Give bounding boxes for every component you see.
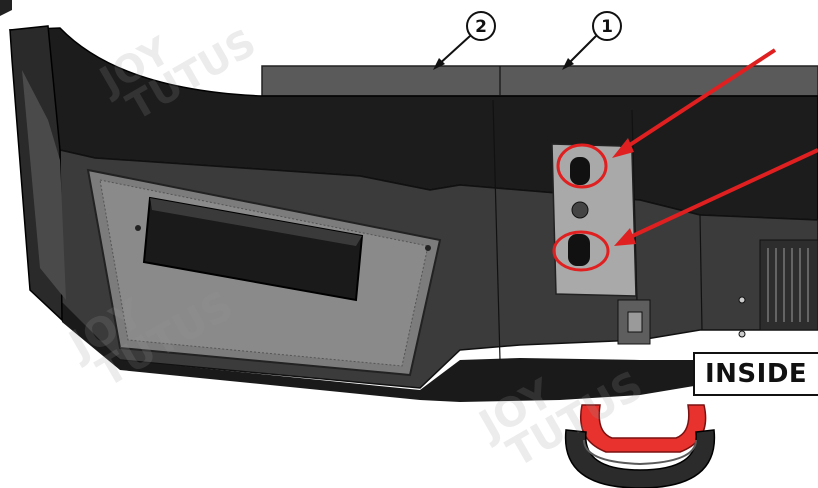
callout-2-circle bbox=[466, 11, 496, 41]
callout-2: 2 bbox=[433, 11, 496, 70]
recovery-shackle bbox=[564, 404, 716, 488]
bracket-hole-middle bbox=[571, 201, 589, 219]
callout-2-leader bbox=[436, 35, 471, 67]
shackle-band-highlight bbox=[583, 439, 697, 466]
winch-opening-top bbox=[150, 198, 362, 246]
watermark-bottom-right: JOY TUTUS bbox=[469, 363, 651, 477]
inside-label: INSIDE bbox=[693, 352, 818, 396]
bracket-slot-upper bbox=[570, 157, 590, 185]
shackle-band bbox=[564, 429, 716, 488]
highlight-arrowhead-upper bbox=[612, 138, 634, 158]
winch-opening bbox=[142, 196, 364, 302]
callout-2-arrowhead bbox=[433, 58, 445, 70]
plate-bolt-right bbox=[425, 245, 431, 251]
callout-1-arrowhead bbox=[562, 58, 574, 70]
mounting-bracket bbox=[551, 48, 818, 297]
bumper-left-wing-face bbox=[22, 70, 66, 300]
plate-bolt-left bbox=[135, 225, 141, 231]
edge-fragment bbox=[0, 0, 12, 16]
highlight-circle-upper bbox=[556, 143, 608, 189]
lower-post-clip bbox=[627, 311, 643, 333]
callout-1-number: 1 bbox=[601, 17, 613, 37]
highlight-circle-lower bbox=[552, 230, 610, 272]
bracket-plate bbox=[551, 143, 637, 297]
right-vent bbox=[738, 239, 818, 338]
lower-post bbox=[617, 299, 651, 345]
callout-2-number: 2 bbox=[475, 17, 487, 37]
shackle-loop-red bbox=[580, 404, 707, 453]
highlight-arrow-lower bbox=[627, 148, 818, 240]
highlight-arrowhead-lower bbox=[614, 228, 636, 246]
callout-1-circle bbox=[592, 11, 622, 41]
bumper-bottom-lip bbox=[60, 300, 700, 402]
bumper-top-face bbox=[261, 65, 818, 97]
front-plate bbox=[86, 168, 442, 377]
bracket-slot-lower bbox=[568, 234, 590, 266]
highlight-arrow-upper bbox=[620, 48, 777, 152]
callout-1: 1 bbox=[562, 11, 622, 70]
